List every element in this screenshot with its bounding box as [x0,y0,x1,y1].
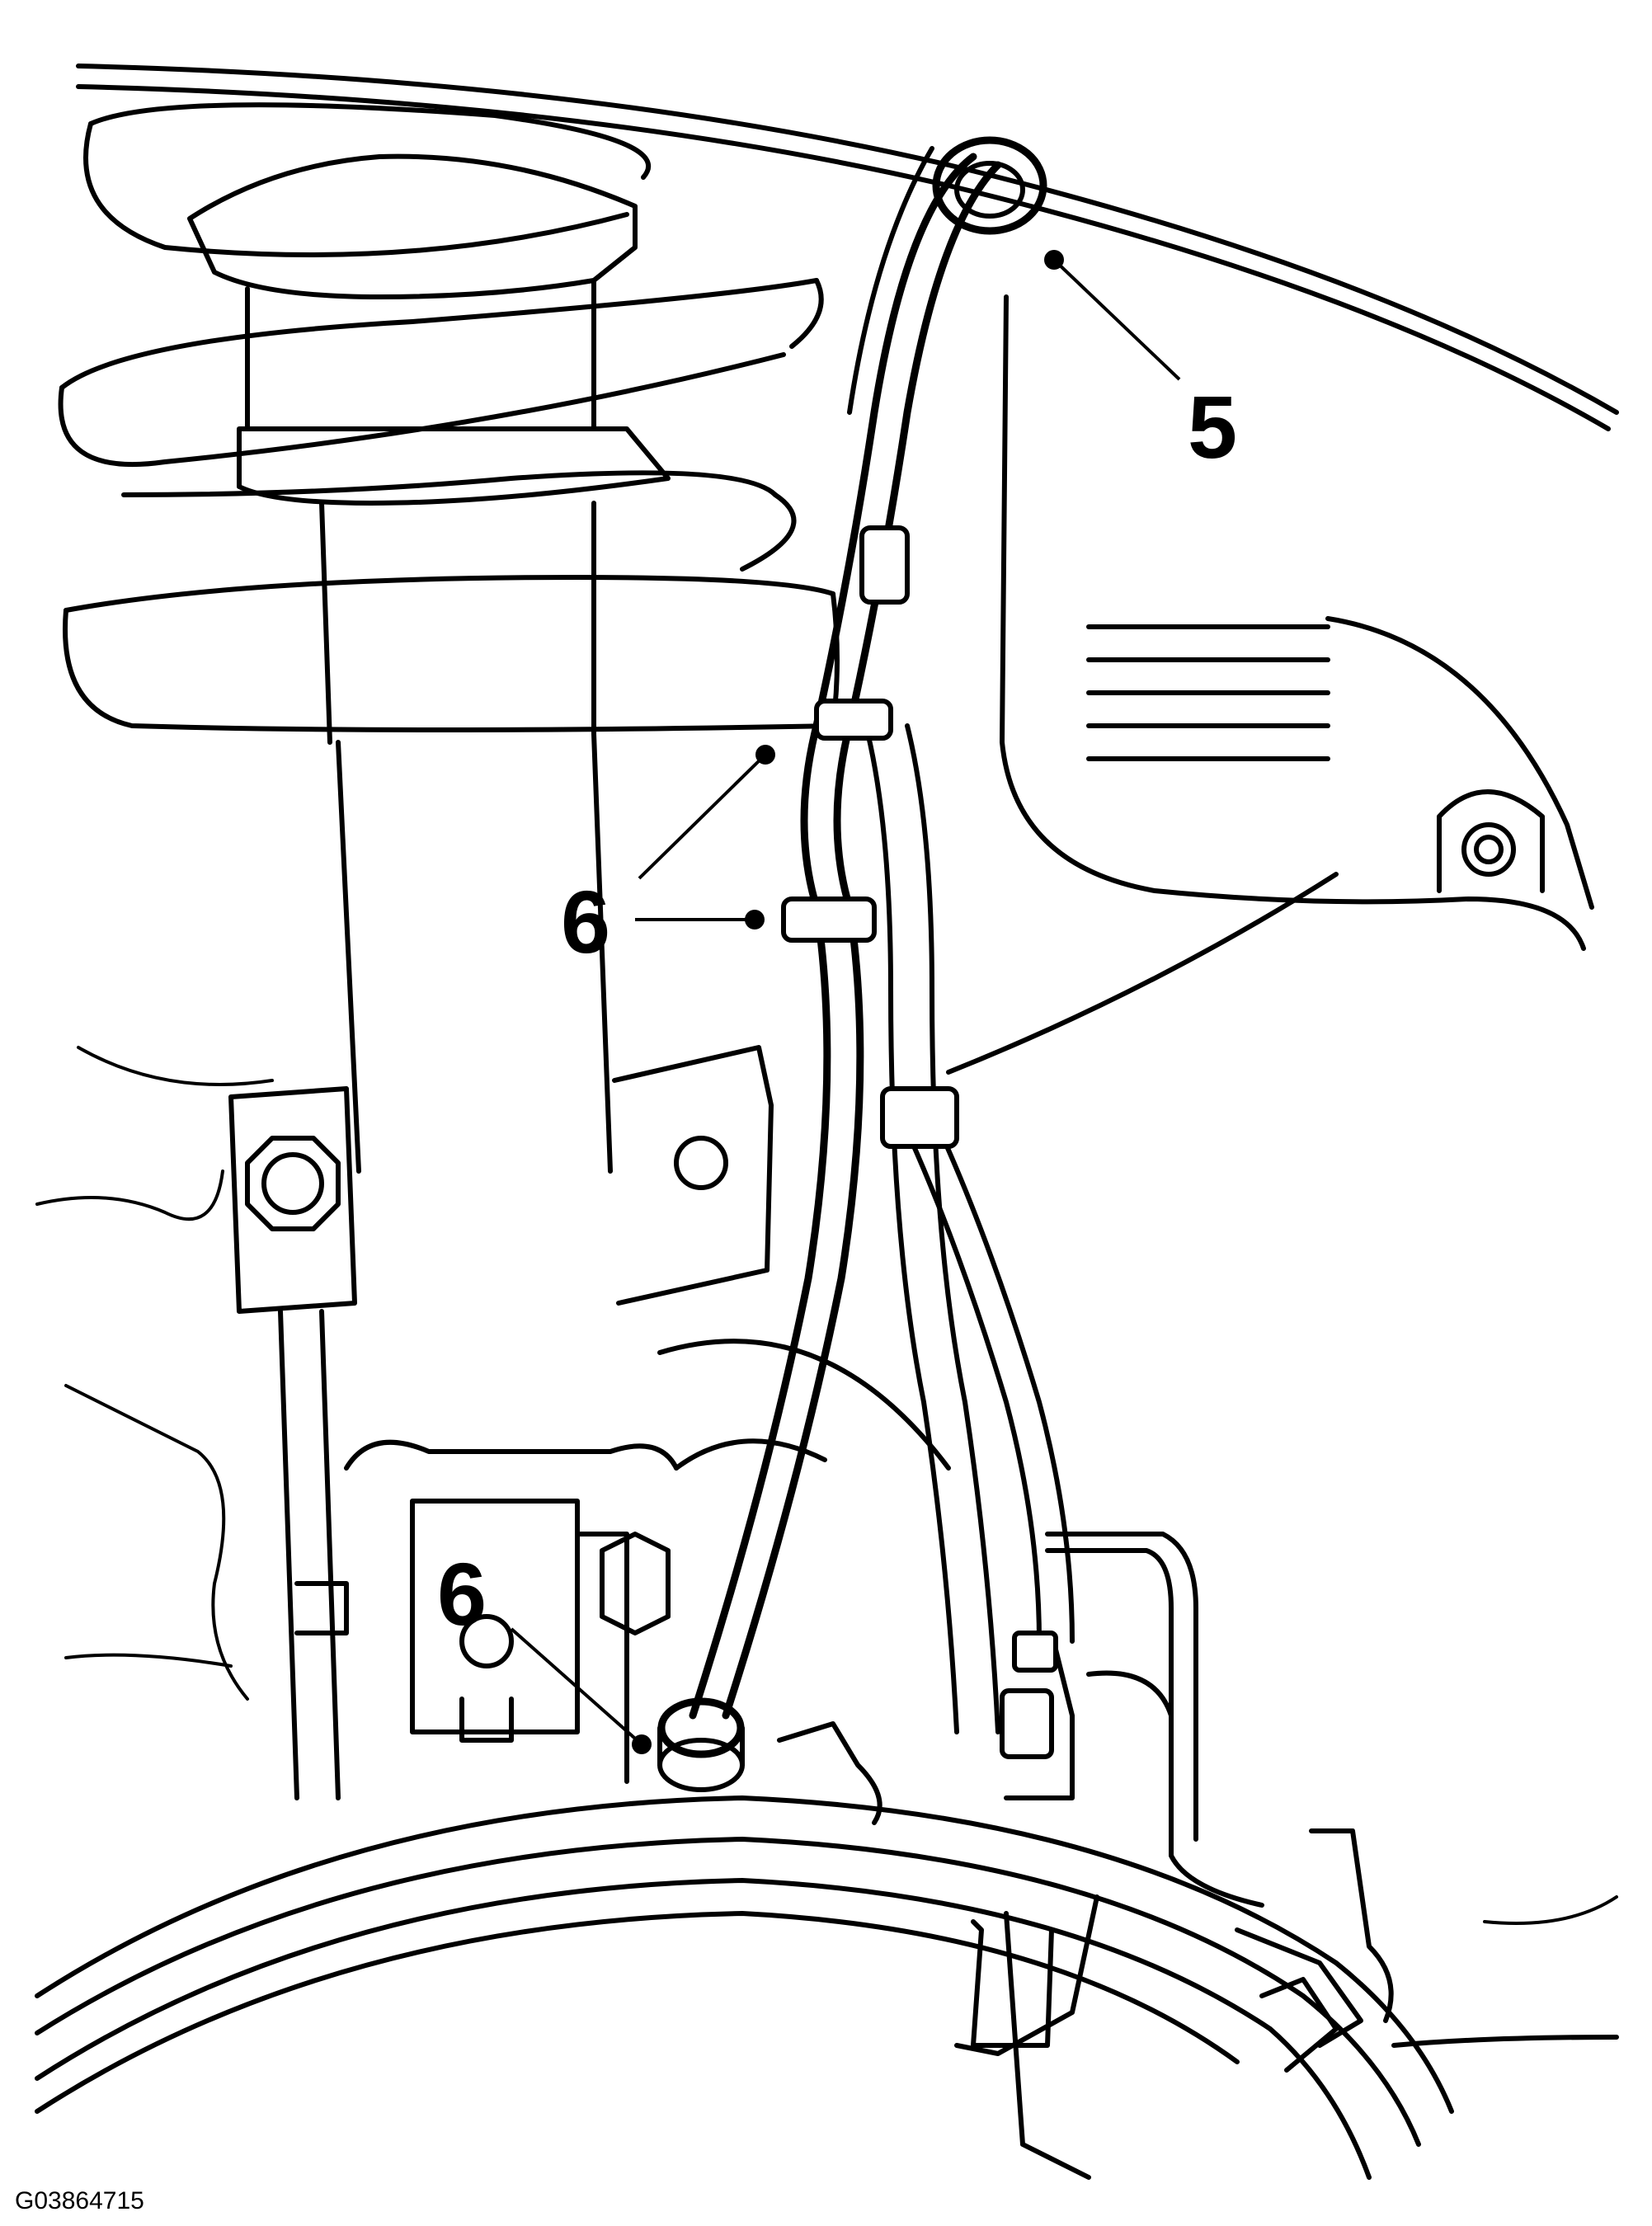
callout-6-lower: 6 [437,1544,487,1644]
leader-dot-6c [632,1734,652,1754]
brake-hose-and-wiring [689,146,1075,1734]
brake-disc [35,1795,1454,2180]
hose-fitting-bolt [657,1697,882,1825]
callout-5: 5 [1188,377,1237,477]
stabilizer-link-bracket [228,1086,357,1800]
leader-dot-5 [1044,250,1064,270]
wheel-housing-panel [946,294,1594,1075]
hose-grommet [932,136,1047,235]
strut-tube [319,501,613,1174]
strut-bump-stop [187,153,671,506]
leader-6c [510,1627,643,1746]
strut-bracket [612,1045,774,1306]
fender-arch [76,64,1619,431]
leader-lines [510,250,1181,1754]
caliper-bracket [971,1919,1619,2073]
figure-id: G03864715 [15,2187,144,2214]
leader-dot-6a [755,745,775,765]
background-contours [35,1046,1618,1925]
leader-6a [638,753,767,880]
coil-spring [58,102,840,732]
leader-5 [1052,258,1181,381]
callout-6-upper: 6 [561,872,610,972]
leader-dot-6b [745,910,765,929]
